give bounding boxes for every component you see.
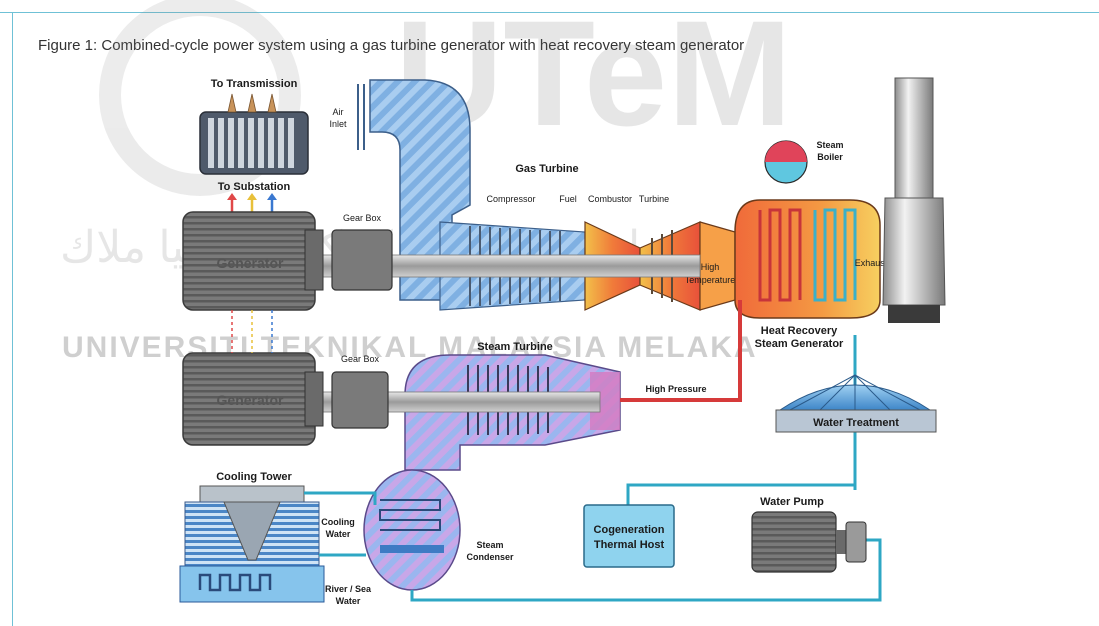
label-steam-condenser-1: Steam [476,540,503,550]
label-gas-turbine: Gas Turbine [515,163,578,175]
label-generator-top: Generator [217,255,284,271]
label-hrsg-2: Steam Generator [755,338,844,350]
label-water-pump: Water Pump [760,496,824,508]
label-air-inlet-1: Air [333,107,344,117]
label-to-transmission: To Transmission [211,78,298,90]
steam-turbine-body [405,355,620,470]
label-turbine: Turbine [639,194,669,204]
steam-condenser [364,470,460,590]
label-cooling-water-2: Water [326,529,351,539]
label-cooling-tower: Cooling Tower [216,471,292,483]
cooling-tower [180,486,324,602]
cogeneration-thermal-host [584,505,674,567]
gear-box-bottom [332,372,388,428]
label-high-pressure: High Pressure [645,384,706,394]
label-steam-turbine: Steam Turbine [477,341,553,353]
label-gear-box-bottom: Gear Box [341,354,380,364]
label-steam-condenser-2: Condenser [466,552,514,562]
label-cogeneration-1: Cogeneration [594,524,665,536]
label-high-temperature-1: High [701,262,720,272]
label-exhaust: Exhaust [855,258,888,268]
label-steam-boiler-1: Steam [816,140,843,150]
label-cooling-water-1: Cooling [321,517,355,527]
label-river-sea-water-2: Water [336,596,361,606]
label-hrsg-1: Heat Recovery [761,325,838,337]
label-compressor: Compressor [486,194,535,204]
substation-arrows [227,193,277,212]
label-combustor: Combustor [588,194,632,204]
label-generator-bottom: Generator [217,392,284,408]
label-fuel: Fuel [559,194,577,204]
label-river-sea-water-1: River / Sea [325,584,372,594]
water-pump [752,512,866,572]
label-air-inlet-2: Inlet [329,119,347,129]
steam-boiler-drum [765,141,807,183]
gear-box-top [332,230,392,290]
exhaust-stack [883,78,945,323]
label-water-treatment: Water Treatment [813,417,899,429]
watermark-university-name: UNIVERSITI TEKNIKAL MALAYSIA MELAKA [62,331,758,364]
label-steam-boiler-2: Boiler [817,152,843,162]
label-cogeneration-2: Thermal Host [594,539,665,551]
label-to-substation: To Substation [218,181,291,193]
label-gear-box-top: Gear Box [343,213,382,223]
